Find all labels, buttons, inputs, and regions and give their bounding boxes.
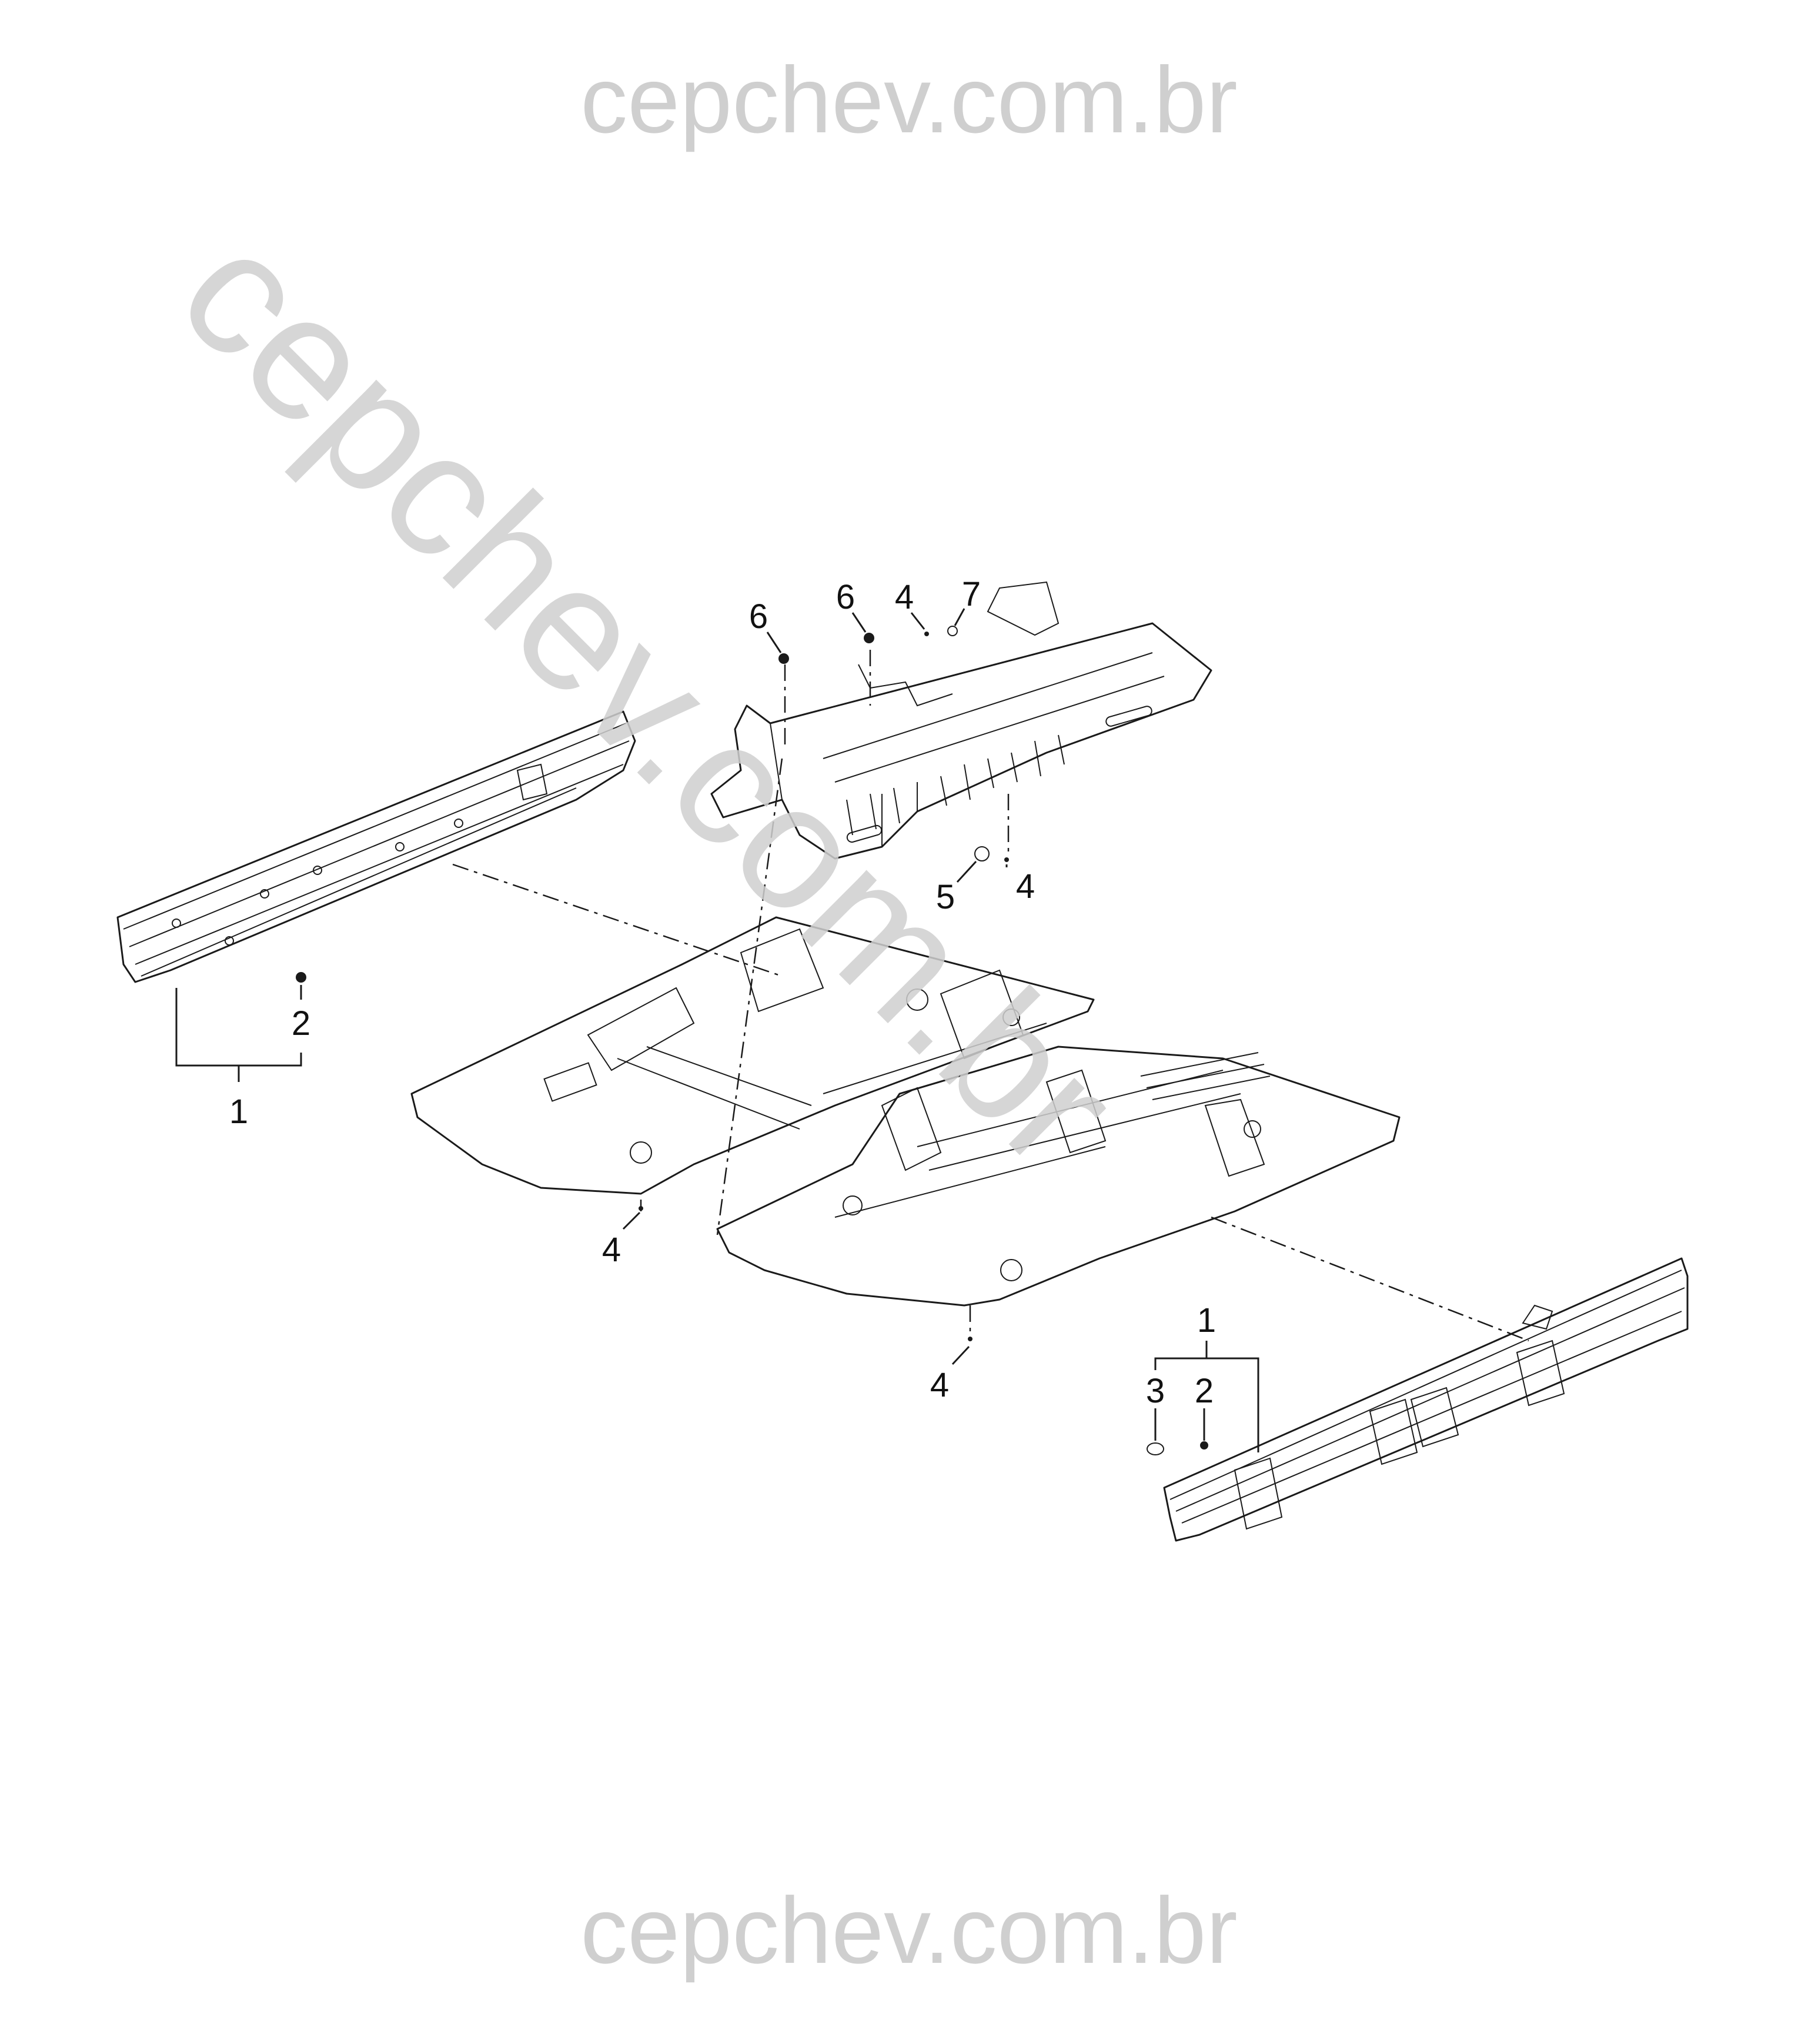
center-tunnel-panel <box>710 581 1212 860</box>
callout-4: 4 <box>602 1231 621 1269</box>
bracket-1-left <box>175 988 302 1082</box>
callout-1: 1 <box>1197 1301 1216 1340</box>
callout-2: 2 <box>1195 1372 1214 1410</box>
callout-4: 4 <box>930 1366 949 1404</box>
assembly-line-left-rail <box>452 863 783 977</box>
callout-4: 4 <box>895 578 914 616</box>
callout-6: 6 <box>749 597 768 636</box>
front-floor-panel <box>410 916 1095 1195</box>
callout-1: 1 <box>229 1093 248 1131</box>
fastener-4c <box>639 1206 643 1211</box>
leader-5 <box>956 860 977 883</box>
callout-6: 6 <box>836 578 855 616</box>
leader-6b <box>851 612 867 633</box>
fastener-4b <box>1004 857 1009 862</box>
leader-4c <box>622 1211 641 1230</box>
fastener-3 <box>1147 1442 1164 1455</box>
callout-7: 7 <box>962 575 981 613</box>
leader-4a <box>910 612 925 630</box>
right-side-rail <box>1163 1257 1689 1542</box>
bracket-1-right <box>1154 1341 1259 1452</box>
fastener-6b <box>864 633 874 643</box>
rear-floor-panel <box>716 1046 1401 1307</box>
fastener-4d <box>968 1337 973 1341</box>
fastener-2b <box>1200 1441 1208 1449</box>
callout-4: 4 <box>1016 867 1035 906</box>
fastener-5 <box>974 846 990 861</box>
leader-6a <box>766 632 782 653</box>
fastener-2a <box>296 972 306 983</box>
left-side-rail <box>116 710 636 983</box>
callout-2: 2 <box>292 1004 310 1043</box>
watermark-top: cepchev.com.br <box>580 47 1238 152</box>
fastener-4a <box>924 632 929 636</box>
fastener-6a <box>778 653 789 664</box>
leader-7 <box>954 608 965 626</box>
leader-4d <box>951 1345 970 1365</box>
assembly-line-right-rail <box>1211 1216 1529 1342</box>
callout-5: 5 <box>936 878 955 916</box>
watermark-bottom: cepchev.com.br <box>580 1878 1238 1983</box>
callout-3: 3 <box>1146 1372 1165 1410</box>
fastener-7 <box>947 626 958 636</box>
